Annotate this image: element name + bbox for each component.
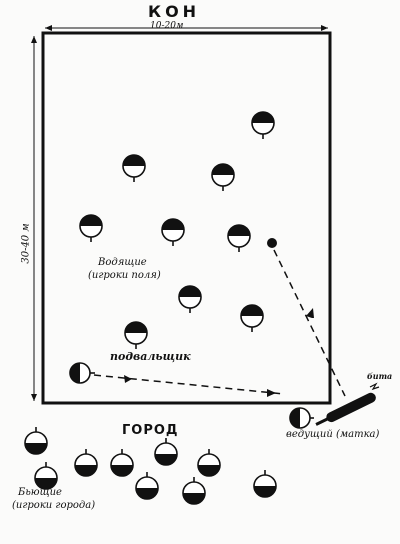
batter-player	[24, 427, 48, 455]
batters-label: Бьющие (игроки города)	[12, 486, 95, 512]
leader-player	[289, 407, 314, 429]
basement-label: подвальщик	[110, 350, 191, 363]
batters-label-line1: Бьющие	[18, 487, 62, 498]
arrow-icon	[267, 389, 276, 397]
bat-icon	[315, 392, 376, 426]
batter-player	[110, 449, 134, 477]
fielders-label-line1: Водящие	[98, 257, 147, 268]
basement-run-line	[93, 374, 285, 397]
batter-player	[135, 472, 159, 500]
batter-player	[74, 449, 98, 477]
arrow-icon	[306, 308, 314, 318]
batter-player	[253, 470, 277, 498]
fielder-player	[124, 321, 148, 349]
batter-player	[154, 438, 178, 466]
fielder-player	[178, 285, 202, 313]
fielder-player	[211, 163, 235, 191]
width-dimension-line	[45, 25, 328, 31]
fielder-player	[161, 218, 185, 246]
leader-label: ведущий (матка)	[286, 429, 380, 440]
length-dimension-line	[31, 36, 37, 401]
fielder-player	[240, 304, 264, 332]
fielder-player	[251, 111, 275, 139]
basement-player	[69, 362, 95, 384]
fielder-player	[79, 214, 103, 242]
bat-label: бита	[367, 371, 393, 381]
batter-player	[197, 449, 221, 477]
fielder-player	[227, 224, 251, 252]
length-dimension-label: 30-40 м	[20, 223, 32, 264]
batter-player	[182, 477, 206, 505]
bat-swing-mark	[369, 382, 380, 391]
field-boundary	[41, 31, 332, 405]
ball-path-line	[273, 249, 346, 397]
fielders-label: Водящие (игроки поля)	[88, 256, 161, 282]
width-dimension-label: 10-20м	[150, 21, 184, 31]
ball-icon	[267, 238, 277, 248]
fielders-label-line2: (игроки поля)	[88, 270, 161, 281]
kon-label: КОН	[148, 2, 201, 21]
gorod-label: ГОРОД	[122, 423, 179, 438]
batter-player	[34, 462, 58, 490]
arrow-icon	[124, 375, 132, 383]
fielder-player	[122, 154, 146, 182]
batters-label-line2: (игроки города)	[12, 500, 96, 511]
